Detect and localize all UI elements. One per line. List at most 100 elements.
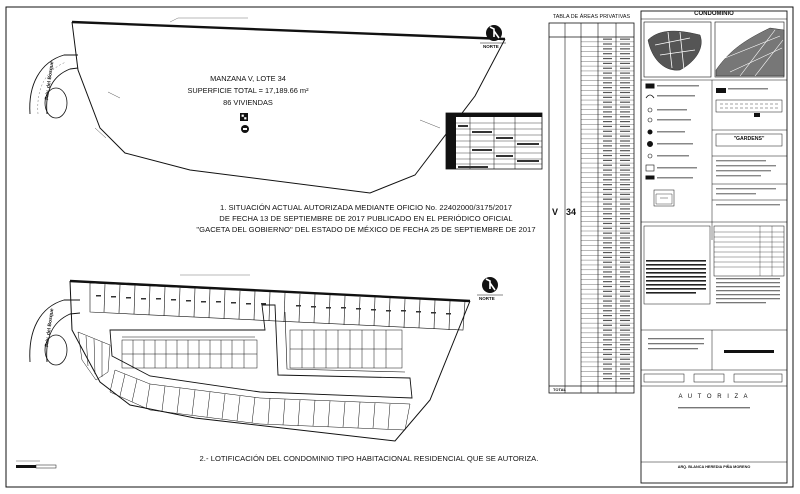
- table-cell-mark: [620, 237, 630, 239]
- table-cell-mark: [620, 261, 630, 263]
- table-cell-mark: [603, 145, 612, 147]
- table-cell-mark: [603, 164, 612, 166]
- table-cell-mark: [620, 82, 630, 84]
- bottom-west-lots: [77, 331, 111, 381]
- table-cell-mark: [603, 251, 612, 254]
- top-plan: [29, 17, 543, 194]
- table-cell-mark: [620, 43, 630, 45]
- table-cell-mark: [620, 96, 630, 98]
- table-cell-mark: [620, 203, 630, 205]
- table-cell-mark: [620, 53, 630, 55]
- table-cell-mark: [620, 290, 630, 292]
- bottom-caption: 2.- LOTIFICACIÓN DEL CONDOMINIO TIPO HAB…: [199, 454, 539, 463]
- table-cell-mark: [620, 135, 630, 137]
- top-lot-outline: [71, 21, 506, 194]
- table-cell-mark: [603, 358, 612, 360]
- autoriza-label: A U T O R I Z A: [678, 394, 750, 400]
- table-cell-mark: [603, 310, 612, 312]
- table-cell-mark: [620, 276, 630, 278]
- table-cell-mark: [603, 106, 612, 108]
- table-cell-mark: [603, 179, 612, 181]
- table-cell-mark: [620, 164, 630, 166]
- table-cell-mark: [620, 87, 630, 89]
- table-cell-mark: [620, 305, 630, 307]
- table-cell-mark: [620, 77, 630, 79]
- table-cell-mark: [603, 281, 612, 283]
- table-cell-mark: [620, 208, 630, 210]
- table-cell-mark: [603, 329, 612, 331]
- table-cell-mark: [603, 57, 612, 60]
- lot-number-marks: [96, 295, 451, 315]
- table-cell-mark: [620, 121, 630, 123]
- table-cell-mark: [603, 232, 612, 234]
- table-cell-mark: [620, 310, 630, 312]
- table-cell-mark: [620, 271, 630, 273]
- table-cell-mark: [603, 305, 612, 307]
- table-cell-mark: [620, 57, 630, 60]
- table-cell-mark: [620, 116, 630, 118]
- table-cell-mark: [603, 62, 612, 64]
- table-cell-mark: [620, 67, 630, 69]
- table-lote-value: 34: [566, 207, 577, 217]
- table-cell-mark: [603, 174, 612, 176]
- table-cell-mark: [620, 344, 630, 346]
- top-north-arrow: [480, 25, 506, 44]
- table-cell-mark: [620, 222, 630, 225]
- table-cell-mark: [603, 363, 612, 365]
- table-cell-mark: [603, 154, 612, 157]
- bottom-road-outer: [29, 299, 80, 363]
- table-cell-mark: [620, 227, 630, 229]
- bottom-roundabout: [44, 334, 68, 366]
- table-cell-mark: [603, 378, 612, 380]
- title-block: [640, 10, 788, 484]
- table-cell-mark: [603, 130, 612, 132]
- table-cell-mark: [620, 358, 630, 360]
- table-cell-mark: [603, 38, 612, 40]
- top-lot-north-edge: [71, 20, 506, 41]
- table-cell-mark: [603, 125, 612, 128]
- top-road-outer: [29, 54, 78, 115]
- table-cell-mark: [620, 72, 630, 74]
- table-cell-mark: [620, 300, 630, 302]
- top-caption-line-1: 1. SITUACIÓN ACTUAL AUTORIZADA MEDIANTE …: [219, 203, 513, 212]
- table-cell-mark: [620, 319, 630, 322]
- table-cell-mark: [620, 315, 630, 317]
- table-manzana-value: V: [552, 207, 559, 217]
- top-caption-line-2: DE FECHA 13 DE SEPTIEMBRE DE 2017 PUBLIC…: [219, 214, 513, 223]
- table-cell-mark: [620, 334, 630, 336]
- table-cell-mark: [603, 184, 612, 186]
- table-cell-mark: [620, 348, 630, 351]
- table-cell-mark: [620, 140, 630, 142]
- table-cell-mark: [603, 121, 612, 123]
- table-cell-mark: [620, 329, 630, 331]
- table-cell-mark: [620, 48, 630, 50]
- table-cell-mark: [620, 130, 630, 132]
- table-cell-mark: [603, 344, 612, 346]
- table-cell-mark: [603, 334, 612, 336]
- table-cell-mark: [603, 53, 612, 55]
- table-total-label: TOTAL: [553, 387, 566, 392]
- table-cell-mark: [620, 324, 630, 326]
- table-cell-mark: [603, 67, 612, 69]
- bottom-central-lots: [121, 329, 403, 369]
- signer-name: ARQ. BLANCA HEREDIA PIÑA MORENO: [677, 465, 751, 469]
- table-cell-mark: [603, 82, 612, 84]
- table-cell-mark: [603, 242, 612, 244]
- top-road-inner: [46, 67, 79, 115]
- table-cell-mark: [620, 145, 630, 147]
- table-cell-mark: [603, 339, 612, 341]
- table-cell-mark: [603, 300, 612, 302]
- table-cell-mark: [620, 154, 630, 157]
- table-cell-mark: [620, 247, 630, 249]
- table-cell-mark: [620, 368, 630, 370]
- table-cell-mark: [620, 281, 630, 283]
- table-cell-mark: [603, 213, 612, 215]
- table-cell-mark: [603, 319, 612, 322]
- table-cell-mark: [620, 198, 630, 200]
- table-cell-mark: [603, 227, 612, 229]
- table-cell-mark: [620, 193, 630, 195]
- table-cell-mark: [603, 91, 612, 94]
- top-street-label: Priv. del Bosque: [44, 61, 55, 100]
- table-cell-mark: [603, 261, 612, 263]
